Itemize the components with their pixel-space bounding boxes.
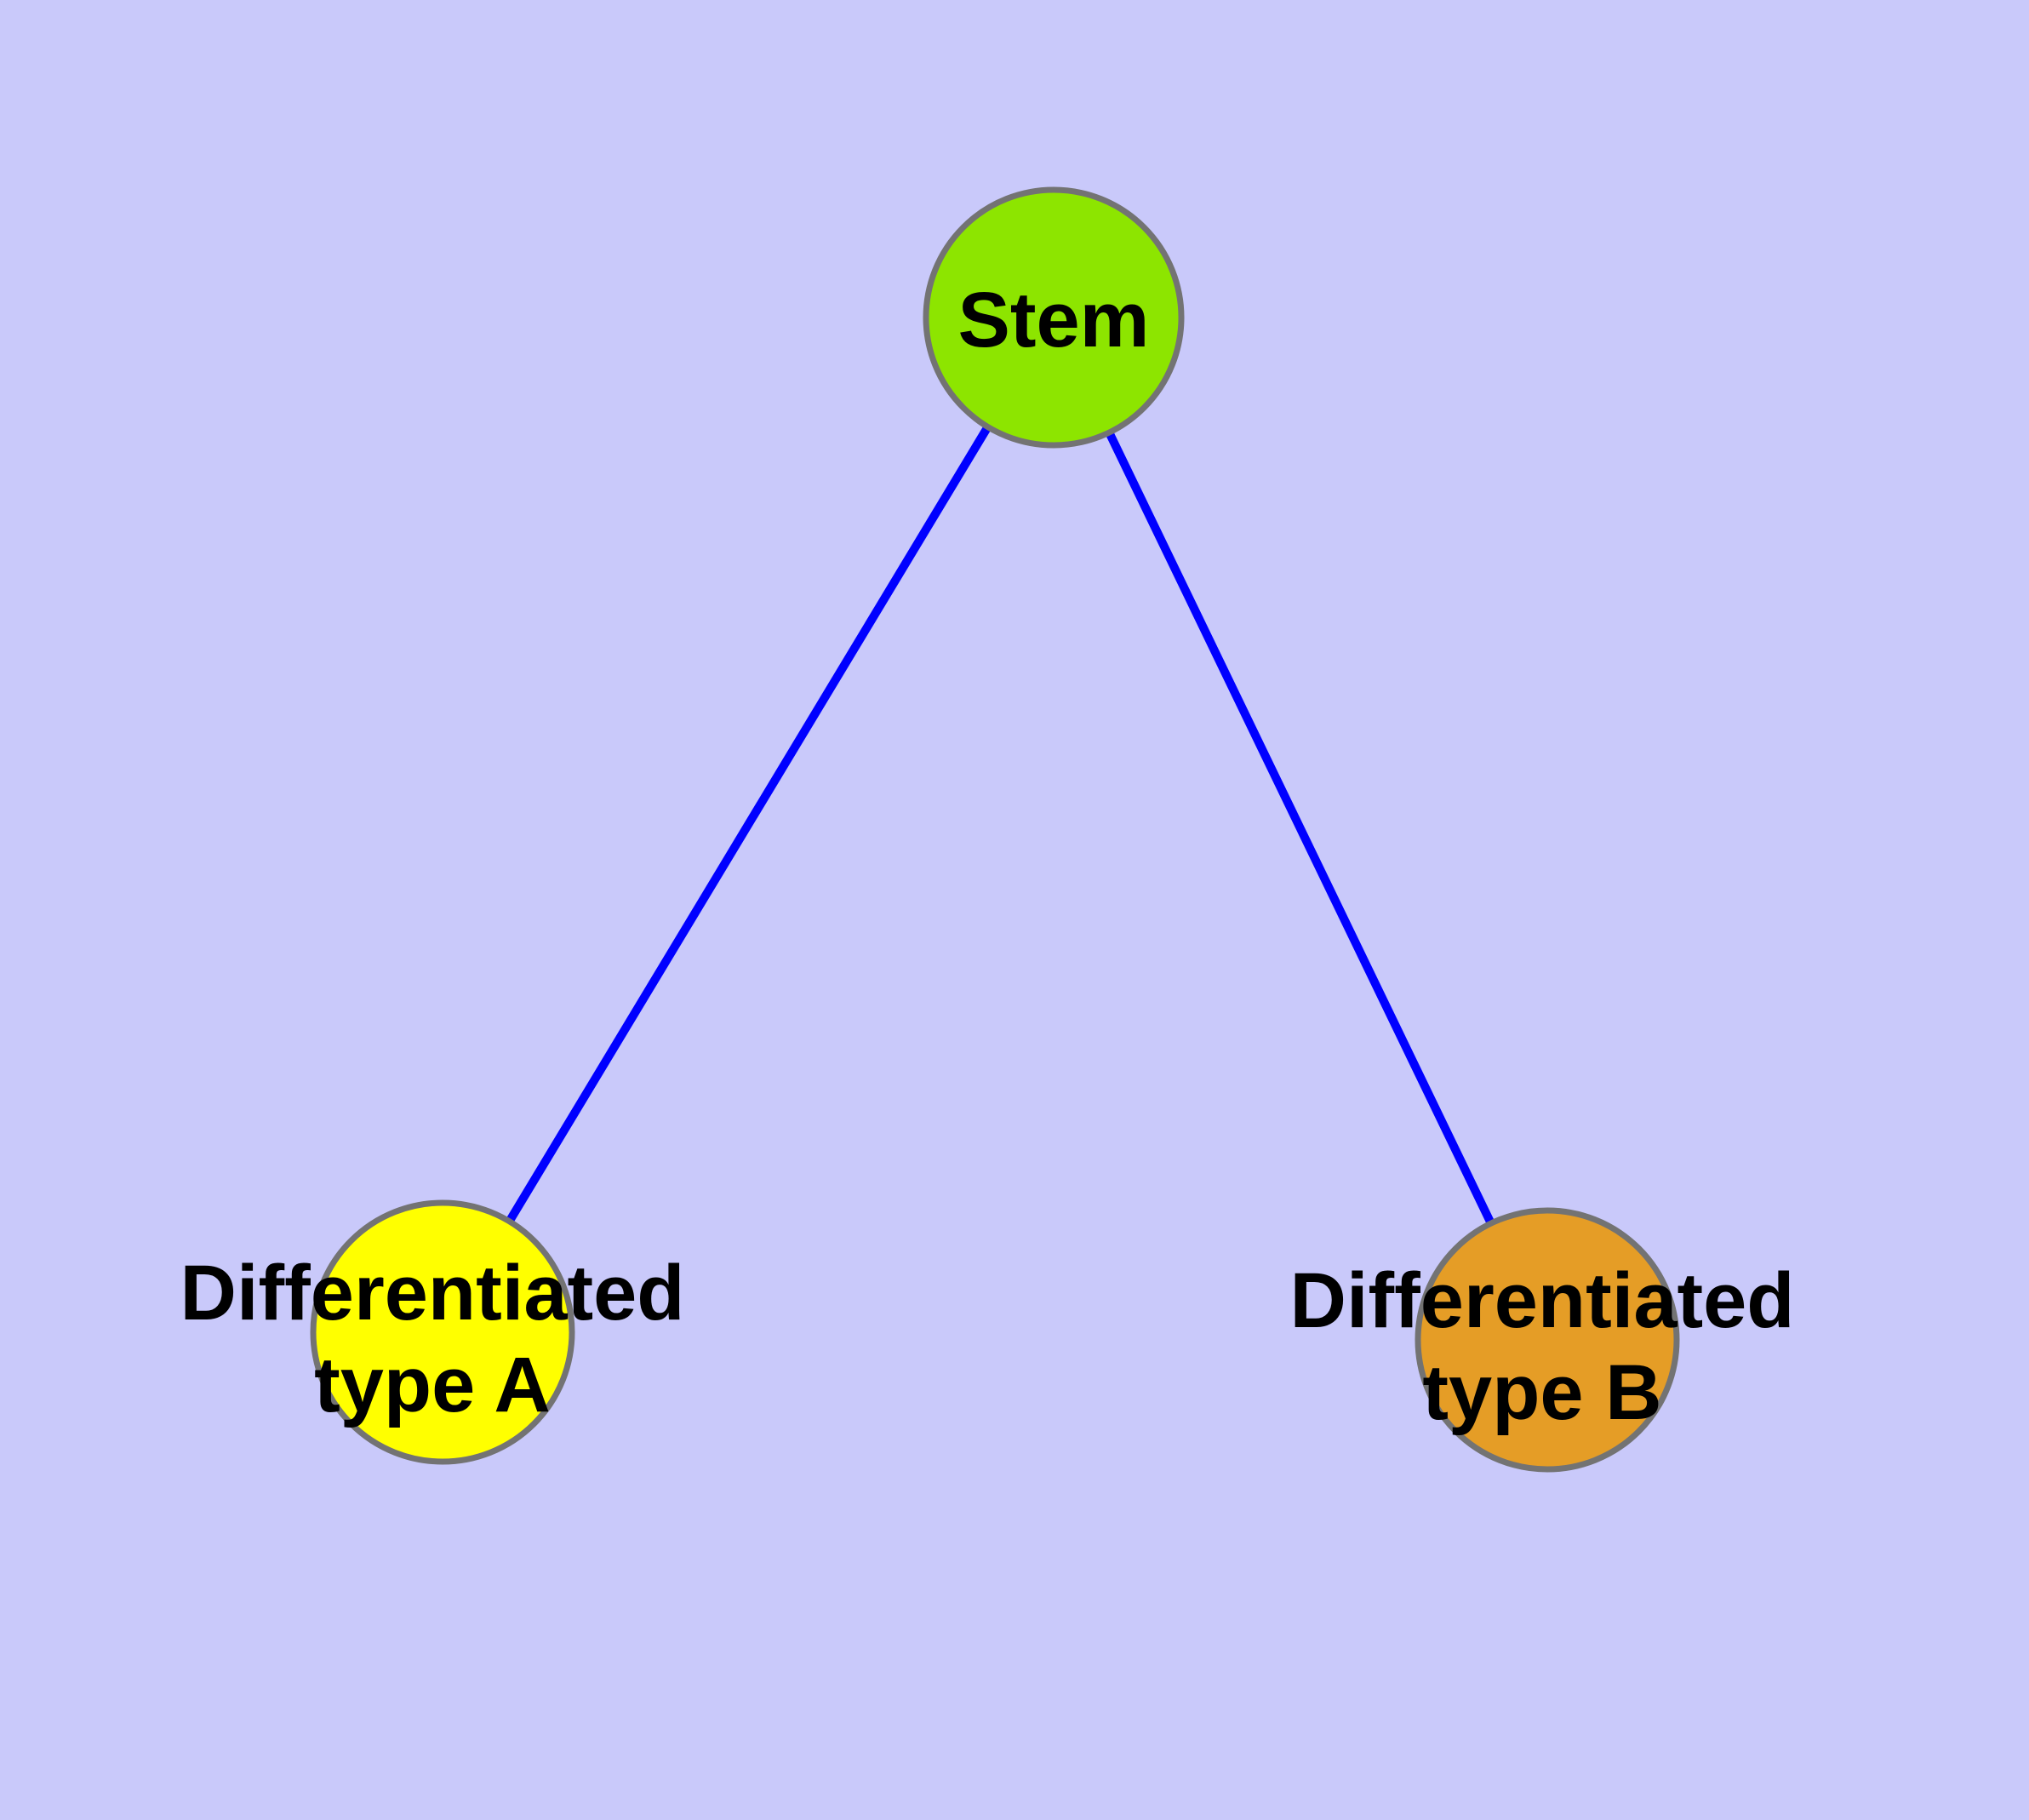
edge-stem-to-type-b [1049,315,1552,1342]
node-stem-circle [923,186,1185,449]
node-stem: Stem [923,186,1185,449]
edge-stem-to-type-a [438,315,1058,1335]
node-differentiated-type-b: Differentiated type B [1290,1207,1795,1473]
node-type-a-label-line1: Differentiated [180,1250,685,1336]
node-type-a-circle [310,1199,575,1465]
node-type-a-label-line2: type A [314,1342,551,1428]
node-type-b-label-line2: type B [1422,1349,1661,1436]
node-type-b-circle [1415,1207,1680,1473]
node-differentiated-type-a: Differentiated type A [180,1199,685,1465]
node-type-b-label-line1: Differentiated [1290,1257,1795,1344]
node-stem-label: Stem [958,277,1150,363]
